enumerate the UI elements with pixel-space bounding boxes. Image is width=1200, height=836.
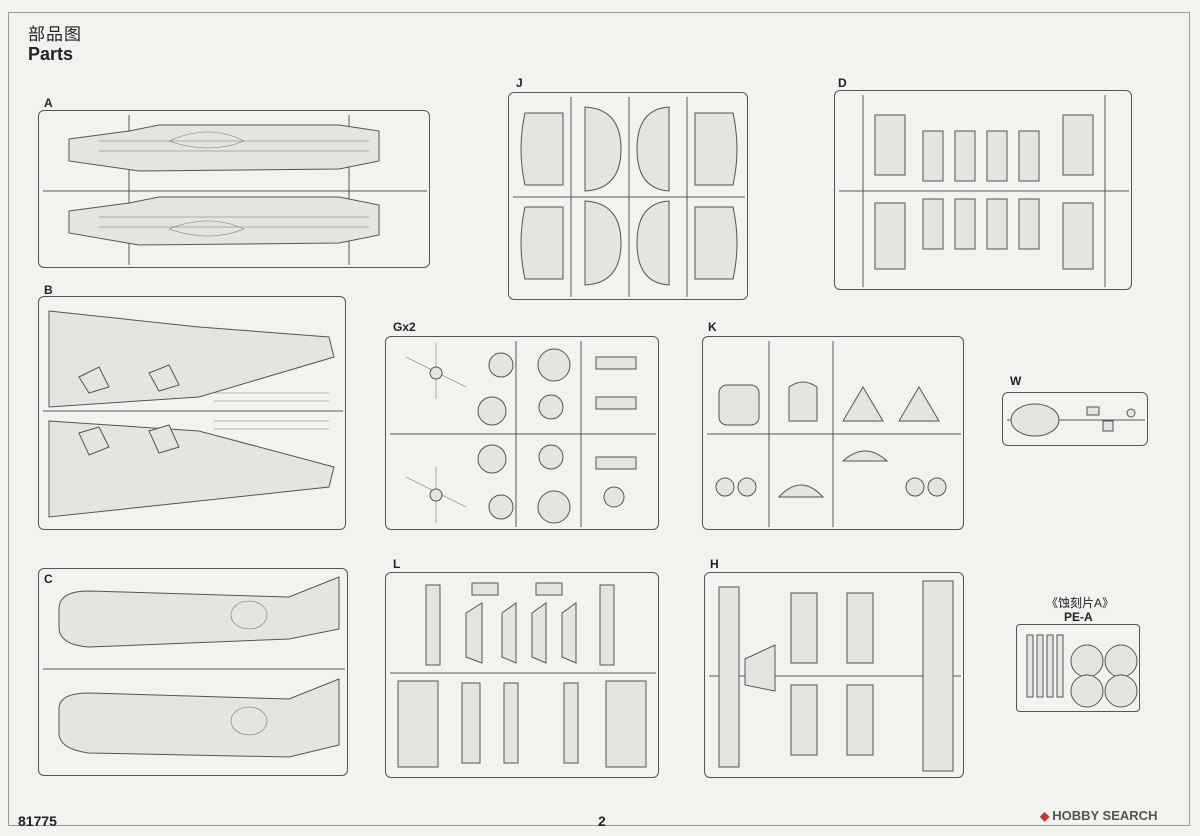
sprue-label-l: L [393, 557, 401, 571]
sprue-label-d: D [838, 76, 847, 90]
sprue-c-parts [43, 576, 345, 758]
watermark-text: HOBBY SEARCH [1052, 808, 1158, 823]
sprue-k [702, 336, 964, 530]
photo-etch-parts [1026, 634, 1138, 708]
sprue-a-parts [43, 115, 427, 265]
sprue-label-j: J [516, 76, 523, 90]
sprue-g [385, 336, 659, 530]
page-frame [8, 12, 1190, 826]
sprue-k-parts [707, 341, 961, 527]
sprue-label-k: K [708, 320, 717, 334]
sprue-h-parts [709, 580, 961, 772]
photo-etch-subtitle: PE-A [1064, 610, 1093, 624]
photo-etch-fret [1016, 624, 1140, 712]
sprue-d [834, 90, 1132, 290]
sprue-label-b: B [44, 283, 53, 297]
sprue-label-h: H [710, 557, 719, 571]
sprue-j [508, 92, 748, 300]
sprue-label-c: C [44, 572, 53, 586]
page-title-chinese: 部品图 [28, 25, 82, 44]
sprue-b [38, 296, 346, 530]
sprue-label-a: A [44, 96, 53, 110]
sprue-g-parts [390, 341, 656, 527]
sprue-b-parts [43, 310, 343, 518]
hobby-search-watermark: ◆ HOBBY SEARCH [1040, 808, 1157, 823]
sprue-label-g: Gx2 [393, 320, 416, 334]
sprue-w-parts [1007, 403, 1145, 437]
sprue-j-parts [513, 97, 745, 297]
photo-etch-title: 《蚀刻片A》 [1046, 596, 1115, 610]
product-code: 81775 [18, 813, 57, 829]
hobby-search-logo-icon: ◆ [1040, 808, 1050, 823]
sprue-h [704, 572, 964, 778]
sprue-l [385, 572, 659, 778]
page-title: Parts [28, 44, 74, 64]
sprue-d-parts [839, 95, 1129, 287]
sprue-label-w: W [1010, 374, 1022, 388]
sprue-w [1002, 392, 1148, 446]
sprue-l-parts [390, 582, 656, 768]
sprue-a [38, 110, 430, 268]
page-number: 2 [598, 813, 606, 829]
sprue-c [38, 568, 348, 776]
